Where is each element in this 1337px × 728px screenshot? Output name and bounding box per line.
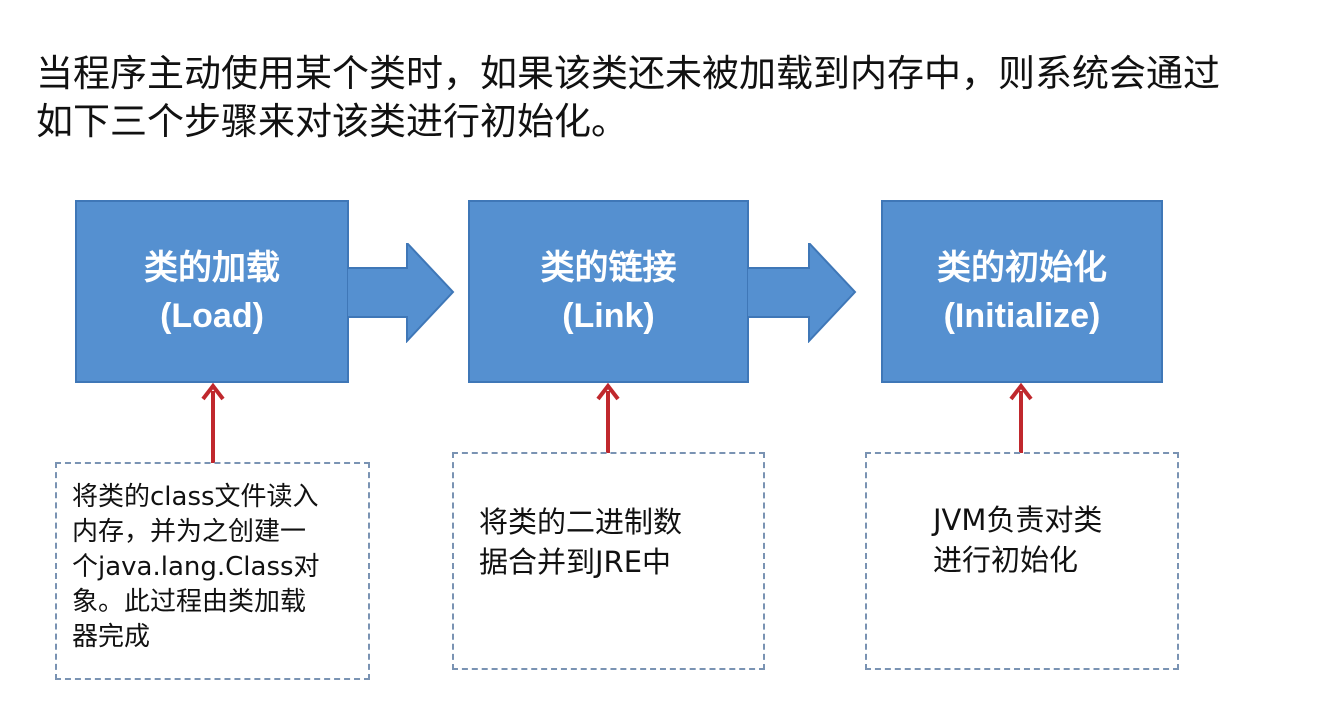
- note-link: 将类的二进制数 据合并到JRE中: [452, 452, 765, 670]
- step-link-box: 类的链接 (Link): [468, 200, 749, 383]
- step-initialize-subtitle: (Initialize): [943, 296, 1101, 335]
- intro-line-2: 如下三个步骤来对该类进行初始化。: [36, 100, 628, 143]
- flow-arrow-link-to-initialize: [747, 243, 857, 343]
- red-arrow-initialize: [1009, 383, 1033, 453]
- step-link-title: 类的链接: [540, 247, 677, 288]
- intro-line-1: 当程序主动使用某个类时，如果该类还未被加载到内存中，则系统会通过: [36, 52, 1220, 95]
- step-load-subtitle: (Load): [160, 296, 264, 335]
- step-initialize-box: 类的初始化 (Initialize): [881, 200, 1163, 383]
- note-initialize-line: JVM负责对类: [933, 503, 1103, 537]
- step-link-subtitle: (Link): [562, 296, 655, 335]
- step-initialize-title: 类的初始化: [937, 247, 1107, 288]
- note-load-line: 象。此过程由类加载: [72, 587, 307, 617]
- red-arrow-load: [201, 383, 225, 463]
- note-load-line: 器完成: [72, 622, 151, 652]
- step-load-title: 类的加载: [144, 247, 280, 288]
- note-load-line: 内存，并为之创建一: [72, 517, 307, 547]
- flow-arrow-load-to-link: [347, 243, 455, 343]
- note-initialize: JVM负责对类 进行初始化: [865, 452, 1179, 670]
- intro-text: 当程序主动使用某个类时，如果该类还未被加载到内存中，则系统会通过 如下三个步骤来…: [36, 50, 1326, 146]
- step-load-box: 类的加载 (Load): [75, 200, 349, 383]
- note-link-line: 将类的二进制数: [479, 505, 683, 539]
- note-load: 将类的class文件读入 内存，并为之创建一 个java.lang.Class对…: [55, 462, 370, 680]
- note-initialize-line: 进行初始化: [933, 543, 1079, 577]
- note-link-line: 据合并到JRE中: [479, 545, 672, 579]
- note-load-line: 将类的class文件读入: [72, 482, 319, 512]
- red-arrow-link: [596, 383, 620, 453]
- note-load-line: 个java.lang.Class对: [72, 552, 320, 582]
